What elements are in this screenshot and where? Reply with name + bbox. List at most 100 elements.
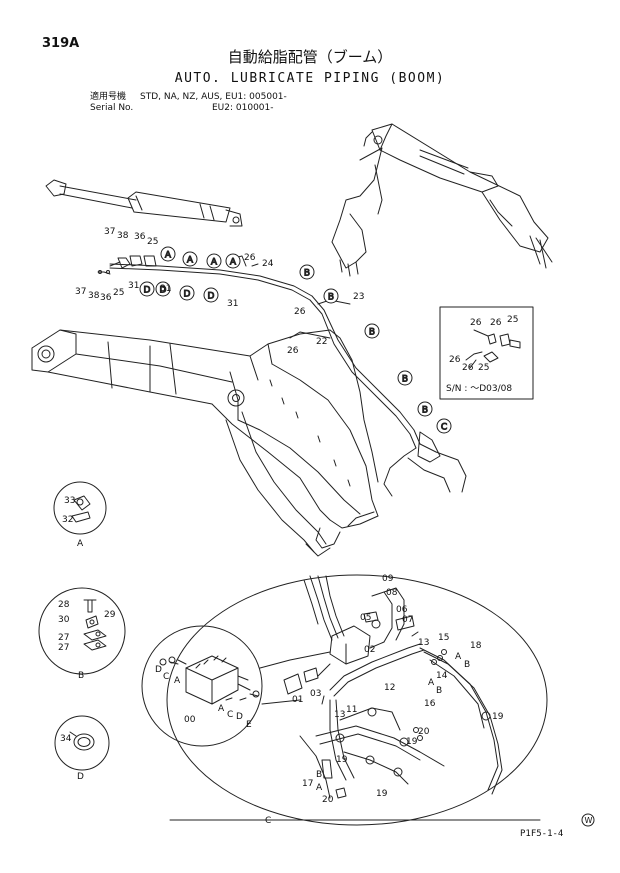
view-c-callout-09: 09 <box>382 574 394 584</box>
view-c-callout-05: 05 <box>360 613 371 623</box>
svg-text:D: D <box>208 292 215 302</box>
view-marker-b: B <box>417 401 433 417</box>
view-marker-a: A <box>182 251 198 267</box>
view-c-callout-12: 12 <box>384 683 395 693</box>
view-marker-b: B <box>364 323 380 339</box>
view-c-label: C <box>265 816 271 826</box>
callout-38: 38 <box>88 291 100 301</box>
view-c-callout-13: 13 <box>334 710 345 720</box>
inset-callout-26: 26 <box>462 363 474 373</box>
detail-b-clamps <box>83 599 107 651</box>
distributor-block <box>159 655 260 705</box>
view-c-callout-16: 16 <box>424 699 436 709</box>
boom-structure <box>31 329 379 557</box>
detail-view-d-circle <box>54 715 110 771</box>
view-c-callout-02: 02 <box>364 645 375 655</box>
port-letter-b: B <box>464 660 470 670</box>
inset-callout-26: 26 <box>490 318 502 328</box>
detail-b-callout-27: 27 <box>58 633 69 643</box>
view-c-callout-19: 19 <box>336 755 348 765</box>
callout-31: 31 <box>128 281 139 291</box>
inset-serial-note: S/N : ～D03/08 <box>446 384 512 394</box>
applicability-serials-2: EU2: 010001- <box>212 103 274 113</box>
view-marker-d: D <box>139 281 155 297</box>
view-c-callout-13: 13 <box>418 638 429 648</box>
callout-36: 36 <box>100 293 112 303</box>
inset-variant-box <box>439 306 534 400</box>
detail-d-hose-clip <box>69 731 95 751</box>
view-c-callout-06: 06 <box>396 605 408 615</box>
page-number: 319A <box>42 36 80 51</box>
detail-view-a-circle <box>53 481 107 535</box>
detail-a-bracket <box>71 495 91 523</box>
view-c-callout-01: 01 <box>292 695 303 705</box>
svg-text:B: B <box>328 293 334 303</box>
svg-text:B: B <box>402 375 408 385</box>
grease-fittings-upper <box>97 255 259 275</box>
port-letter-a: A <box>316 783 323 793</box>
view-marker-d: D <box>155 281 171 297</box>
view-c-callout-15: 15 <box>438 633 449 643</box>
svg-text:D: D <box>144 286 151 296</box>
footer-w-mark: W <box>585 816 593 825</box>
inset-callout-26: 26 <box>470 318 482 328</box>
view-marker-c: C <box>436 418 452 434</box>
inset-callout-25: 25 <box>507 315 518 325</box>
detail-a-callout-33: 33 <box>64 496 75 506</box>
callout-26: 26 <box>287 346 299 356</box>
port-letter-c: C <box>227 710 233 720</box>
view-marker-a: A <box>206 253 222 269</box>
callout-36: 36 <box>134 232 146 242</box>
callout-26: 26 <box>244 253 256 263</box>
port-letter-e: E <box>246 720 252 730</box>
detail-view-b-circle <box>38 587 126 675</box>
svg-text:B: B <box>369 328 375 338</box>
page-title-english: AUTO. LUBRICATE PIPING (BOOM) <box>174 71 446 86</box>
port-letter-c: C <box>163 672 169 682</box>
excavator-thumbnail <box>331 123 553 277</box>
port-letter-a: A <box>218 704 225 714</box>
detail-d-label: D <box>77 772 84 782</box>
inset-callout-25: 25 <box>478 363 489 373</box>
page-title-japanese: 自動給脂配管（ブーム） <box>227 48 393 66</box>
footer-w-mark-circle <box>581 813 595 827</box>
callout-22: 22 <box>316 337 327 347</box>
view-marker-d: D <box>203 287 219 303</box>
callout-38: 38 <box>117 231 129 241</box>
view-c-callout-20: 20 <box>322 795 334 805</box>
callout-26: 26 <box>294 307 306 317</box>
view-c-callout-20: 20 <box>418 727 430 737</box>
applicability-serials-1: STD, NA, NZ, AUS, EU1: 005001- <box>140 92 287 102</box>
zoom-leader-top <box>259 651 331 669</box>
boom-cylinder <box>45 179 243 227</box>
view-c-callout-00: 00 <box>184 715 196 725</box>
grease-hose-run <box>109 263 467 497</box>
view-marker-b: B <box>397 370 413 386</box>
detail-a-label: A <box>77 539 84 549</box>
port-letter-a: A <box>428 678 435 688</box>
svg-text:A: A <box>211 258 218 268</box>
detail-b-label: B <box>78 671 84 681</box>
detail-d-callout-34: 34 <box>60 734 72 744</box>
distributor-zoom-circle <box>141 625 263 747</box>
svg-text:C: C <box>441 423 447 433</box>
applicability-label-jp: 適用号機 <box>90 92 127 102</box>
view-c-callout-07: 07 <box>402 615 413 625</box>
detail-a-callout-32: 32 <box>62 515 73 525</box>
detail-b-callout-27: 27 <box>58 643 69 653</box>
view-c-callout-18: 18 <box>470 641 482 651</box>
callout-23: 23 <box>353 292 364 302</box>
view-marker-b: B <box>299 264 315 280</box>
port-letter-d: D <box>155 665 162 675</box>
view-c-callout-19: 19 <box>376 789 388 799</box>
view-c-callout-19: 19 <box>406 737 418 747</box>
zoom-leader-bottom <box>261 699 301 705</box>
inset-callout-26: 26 <box>449 355 461 365</box>
view-marker-b: B <box>323 288 339 304</box>
svg-text:B: B <box>422 406 428 416</box>
footer-code: P1F5-1-4 <box>520 829 564 839</box>
port-letter-b: B <box>316 770 322 780</box>
inset-fitting-drawing <box>465 329 521 369</box>
svg-text:B: B <box>304 269 310 279</box>
view-c-callout-17: 17 <box>302 779 313 789</box>
